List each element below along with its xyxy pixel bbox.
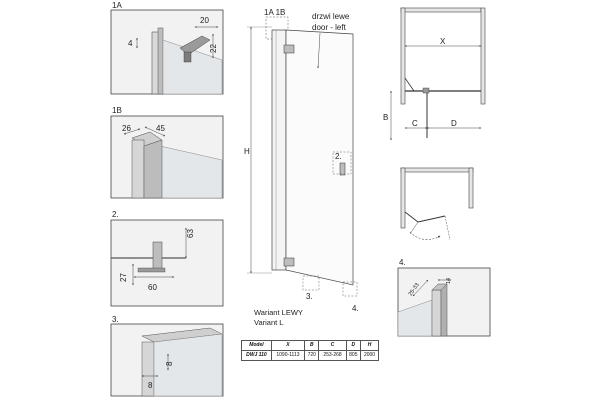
door-label-leader [317, 32, 321, 69]
plan-view-closed: X B C D [383, 7, 486, 141]
detail-2-frame [110, 219, 224, 307]
spec-cell-c: 253-268 [318, 350, 347, 361]
spec-header-d: D [345, 340, 362, 351]
spec-header-row: Model X B C D H [241, 340, 379, 351]
detail-4: 4. 25-33 14 [397, 258, 491, 337]
callout-3: 3. [306, 292, 313, 301]
dim-line-1b-a [123, 128, 141, 135]
callout-1a-1b-box [265, 16, 289, 40]
dim-x: X [440, 37, 446, 46]
spec-cell-x: 1090-1113 [270, 350, 306, 361]
dim-1a-top: 20 [200, 16, 209, 25]
detail-1a-label: 1A [112, 1, 122, 10]
spec-header-model: Model [241, 340, 272, 351]
callout-2-box [332, 151, 352, 175]
dim-3-h: 8 [148, 381, 153, 390]
plan2-swing-leaf [409, 221, 419, 235]
profile-side-1b [143, 139, 163, 199]
spec-cell-h: 2000 [360, 350, 379, 361]
detail-1b-label: 1B [112, 106, 122, 115]
detail-3: 3. 8 8 [110, 315, 224, 397]
spec-cell-model: DWJ 110 [241, 350, 272, 361]
plan2-wall-top [400, 167, 474, 173]
glass-panel-3 [153, 333, 223, 397]
spec-header-h: H [360, 340, 379, 351]
dim-1a-right: 22 [209, 44, 218, 53]
plan2-door-open [417, 215, 446, 223]
plan2-swing-out [444, 215, 451, 241]
detail-1a: 1A 20 4 22 [110, 1, 224, 95]
callout-3-box [302, 275, 320, 291]
door-elevation: 1A 1B 2. drzwi lewe door - left H 3. 4. [244, 8, 359, 313]
detail-3-label: 3. [112, 315, 119, 324]
hinge-top [283, 44, 295, 54]
plan-wall-top [400, 7, 482, 13]
hinge-block [183, 51, 192, 63]
variant-line2: Variant L [254, 318, 283, 327]
plan2-wall-left [400, 167, 406, 229]
plan2-wall-right [468, 167, 474, 209]
plan2-swing-arc [409, 231, 441, 240]
door-label-pl: drzwi lewe [312, 12, 350, 21]
profile-front-1b [131, 139, 145, 199]
dim-b: B [383, 113, 388, 122]
dim-2-low: 27 [119, 273, 128, 282]
dim-1b-a: 26 [122, 124, 131, 133]
fixed-panel [271, 29, 287, 271]
spec-header-x: X [270, 340, 306, 351]
profile-4 [431, 289, 442, 337]
dim-3-v: 8 [165, 361, 174, 366]
callout-4-box [342, 281, 358, 297]
dim-1b-b: 45 [156, 124, 165, 133]
dim-d: D [451, 119, 457, 128]
detail-4-label: 4. [399, 258, 406, 267]
spec-table: Model X B C D H DWJ 110 1090-1113 720 25… [241, 340, 379, 361]
hinge-bottom [283, 257, 295, 267]
plan2-fixed [404, 211, 419, 223]
dim-2-w: 60 [148, 283, 157, 292]
dim-2-h: 63 [186, 229, 195, 238]
plan-hinge [422, 87, 430, 94]
door-panel [285, 29, 354, 286]
callout-4: 4. [352, 304, 359, 313]
plan-fixed-return [404, 77, 415, 92]
dim-line-1b-b [144, 126, 166, 137]
handle-post [152, 241, 163, 270]
wall-profile-edge [157, 27, 164, 95]
spec-data-row: DWJ 110 1090-1113 720 253-268 805 2000 [241, 350, 379, 361]
door-handle [339, 162, 346, 176]
detail-2: 2. 63 27 60 [110, 210, 224, 307]
glass-panel [162, 39, 223, 95]
plan-wall-left [400, 7, 406, 105]
dim-line-4-a [412, 279, 429, 297]
dim-4-b: 14 [446, 278, 452, 284]
callout-2: 2. [335, 152, 342, 161]
dim-c: C [412, 119, 418, 128]
plan-wall-right [480, 7, 486, 105]
profile-side-4 [440, 283, 448, 337]
detail-1b: 1B 26 45 [110, 106, 224, 199]
spec-header-b: B [304, 340, 320, 351]
plan-view-open [400, 167, 474, 241]
height-label: H [244, 147, 250, 156]
spec-header-c: C [318, 340, 347, 351]
handle-base [137, 267, 166, 273]
detail-2-label: 2. [112, 210, 119, 219]
spec-cell-d: 805 [345, 350, 362, 361]
dim-1a-left: 4 [128, 39, 133, 48]
spec-cell-b: 720 [304, 350, 320, 361]
callout-1a-1b: 1A 1B [264, 8, 285, 17]
door-label-en: door - left [312, 23, 347, 32]
variant-line1: Wariant LEWY [254, 308, 303, 317]
